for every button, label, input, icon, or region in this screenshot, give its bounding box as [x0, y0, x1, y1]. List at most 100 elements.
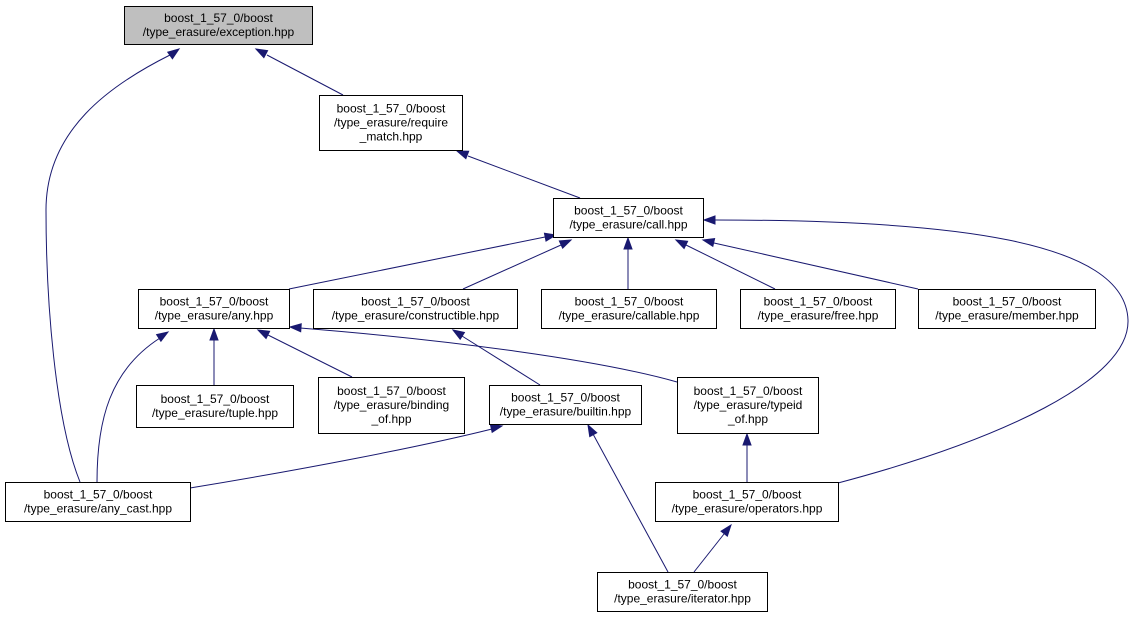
- edges-layer: [45, 48, 1129, 573]
- node-label-line: _of.hpp: [370, 412, 411, 426]
- edge-iterator-to-builtin: [587, 423, 669, 573]
- arrowhead: [742, 432, 752, 446]
- node-any[interactable]: boost_1_57_0/boost/type_erasure/any.hpp: [138, 289, 290, 329]
- arrowhead: [455, 150, 470, 160]
- arrowhead: [155, 331, 170, 343]
- node-operators[interactable]: boost_1_57_0/boost/type_erasure/operator…: [655, 482, 839, 522]
- edge-constructible-to-call: [462, 239, 573, 290]
- arrowhead: [256, 329, 271, 340]
- node-box[interactable]: [318, 377, 465, 434]
- node-label-line: _of.hpp: [727, 412, 768, 426]
- node-any-cast[interactable]: boost_1_57_0/boost/type_erasure/any_cast…: [5, 482, 191, 522]
- edge-operators-to-typeid_of: [742, 432, 752, 482]
- node-label-line: /type_erasure/builtin.hpp: [500, 405, 632, 419]
- arrowhead: [702, 215, 716, 225]
- node-builtin[interactable]: boost_1_57_0/boost/type_erasure/builtin.…: [489, 385, 642, 425]
- node-label-line: /type_erasure/binding: [334, 398, 449, 412]
- node-label-line: /type_erasure/member.hpp: [935, 309, 1079, 323]
- edge-line: [462, 244, 562, 290]
- edge-line: [288, 236, 546, 290]
- node-binding-of[interactable]: boost_1_57_0/boost/type_erasure/binding_…: [318, 377, 465, 434]
- node-box[interactable]: [541, 289, 717, 329]
- node-box[interactable]: [138, 289, 290, 329]
- node-box[interactable]: [136, 385, 294, 428]
- edge-line: [693, 533, 725, 573]
- node-box[interactable]: [655, 482, 839, 522]
- edge-member-to-call: [701, 237, 919, 290]
- node-box[interactable]: [124, 6, 313, 45]
- node-label-line: _match.hpp: [359, 130, 423, 144]
- node-label-line: /type_erasure/callable.hpp: [559, 309, 700, 323]
- node-label-line: /type_erasure/operators.hpp: [672, 502, 823, 516]
- node-box[interactable]: [740, 289, 896, 329]
- edge-call-to-require_match: [455, 150, 581, 199]
- arrowhead: [209, 327, 219, 341]
- node-label-line: boost_1_57_0/boost: [164, 11, 273, 25]
- edge-line: [713, 242, 919, 290]
- node-iterator[interactable]: boost_1_57_0/boost/type_erasure/iterator…: [597, 572, 768, 612]
- arrowhead: [558, 239, 573, 250]
- arrowhead: [701, 237, 716, 248]
- node-box[interactable]: [489, 385, 642, 425]
- node-label-line: boost_1_57_0/boost: [361, 295, 470, 309]
- edge-callable-to-call: [623, 236, 633, 289]
- node-label-line: boost_1_57_0/boost: [337, 384, 446, 398]
- node-box[interactable]: [597, 572, 768, 612]
- edge-any_cast-to-builtin: [189, 423, 504, 489]
- arrowhead: [587, 423, 598, 438]
- edge-iterator-to-operators: [693, 523, 732, 573]
- edge-line: [467, 155, 581, 199]
- node-label-line: /type_erasure/any.hpp: [155, 309, 274, 323]
- edge-line: [267, 334, 353, 378]
- edge-line: [592, 433, 669, 573]
- node-call[interactable]: boost_1_57_0/boost/type_erasure/call.hpp: [553, 198, 704, 238]
- arrowhead: [489, 423, 504, 434]
- node-label-line: /type_erasure/free.hpp: [758, 309, 879, 323]
- edge-line: [685, 244, 776, 290]
- edge-operators-to-call: [702, 215, 1129, 484]
- edge-line: [45, 54, 171, 483]
- node-label-line: boost_1_57_0/boost: [953, 295, 1062, 309]
- node-member[interactable]: boost_1_57_0/boost/type_erasure/member.h…: [918, 289, 1096, 329]
- edge-line: [266, 54, 344, 96]
- edge-any-to-call: [288, 232, 558, 290]
- node-label-line: /type_erasure/require: [334, 116, 448, 130]
- node-box[interactable]: [319, 95, 463, 151]
- node-tuple[interactable]: boost_1_57_0/boost/type_erasure/tuple.hp…: [136, 385, 294, 428]
- edge-free-to-call: [674, 239, 776, 290]
- node-label-line: boost_1_57_0/boost: [628, 578, 737, 592]
- edge-any_cast-to-exception: [45, 48, 181, 483]
- node-label-line: boost_1_57_0/boost: [693, 488, 802, 502]
- node-constructible[interactable]: boost_1_57_0/boost/type_erasure/construc…: [313, 289, 518, 329]
- edge-line: [189, 428, 493, 489]
- edge-typeid_of-to-any: [288, 323, 678, 383]
- node-label-line: /type_erasure/constructible.hpp: [332, 309, 500, 323]
- node-box[interactable]: [918, 289, 1096, 329]
- node-callable[interactable]: boost_1_57_0/boost/type_erasure/callable…: [541, 289, 717, 329]
- arrowhead: [254, 48, 269, 59]
- node-label-line: /type_erasure/typeid: [694, 398, 803, 412]
- edge-line: [96, 337, 161, 483]
- node-box[interactable]: [677, 377, 819, 434]
- edge-require_match-to-exception: [254, 48, 344, 96]
- node-label-line: boost_1_57_0/boost: [694, 384, 803, 398]
- node-typeid-of[interactable]: boost_1_57_0/boost/type_erasure/typeid_o…: [677, 377, 819, 434]
- arrowhead: [166, 48, 181, 60]
- node-label-line: boost_1_57_0/boost: [764, 295, 873, 309]
- arrowhead: [451, 329, 466, 341]
- node-label-line: boost_1_57_0/boost: [160, 295, 269, 309]
- node-box[interactable]: [5, 482, 191, 522]
- node-box[interactable]: [553, 198, 704, 238]
- edge-line: [299, 327, 678, 383]
- edge-line: [714, 219, 1129, 484]
- node-box[interactable]: [313, 289, 518, 329]
- node-require-match[interactable]: boost_1_57_0/boost/type_erasure/require_…: [319, 95, 463, 151]
- arrowhead: [288, 323, 302, 333]
- node-label-line: boost_1_57_0/boost: [575, 295, 684, 309]
- node-free[interactable]: boost_1_57_0/boost/type_erasure/free.hpp: [740, 289, 896, 329]
- node-label-line: boost_1_57_0/boost: [337, 102, 446, 116]
- node-exception[interactable]: boost_1_57_0/boost/type_erasure/exceptio…: [124, 6, 313, 45]
- edge-builtin-to-constructible: [451, 329, 541, 386]
- node-label-line: /type_erasure/exception.hpp: [143, 25, 295, 39]
